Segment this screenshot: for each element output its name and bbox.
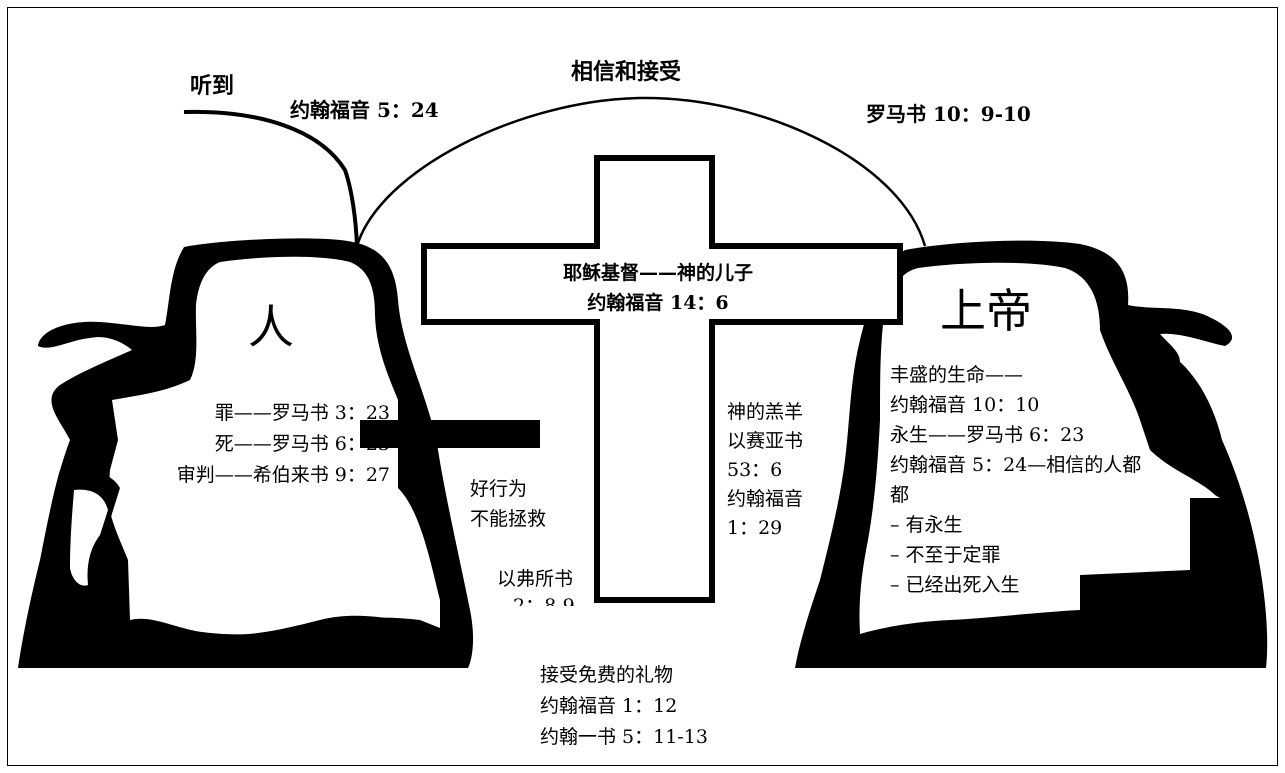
- cross-title: 耶稣基督——神的儿子: [562, 262, 753, 284]
- lamb-line-5: 1：29: [727, 517, 783, 539]
- lamb-line-4: 约翰福音: [727, 488, 804, 510]
- man-line-death: 死——罗马书 6：23: [214, 433, 390, 455]
- god-lines: 丰盛的生命—— 约翰福音 10：10 永生——罗马书 6：23 约翰福音 5：2…: [890, 360, 1141, 600]
- hear-label: 听到: [190, 74, 235, 99]
- god-line-eternal-life: 永生——罗马书 6：23: [890, 424, 1085, 446]
- cross-verse: 约翰福音 14：6: [587, 292, 729, 314]
- god-line-all: 都: [890, 484, 910, 506]
- cross-bar-fill: [427, 249, 897, 319]
- gift-line-2: 约翰福音 1：12: [540, 695, 678, 717]
- lamb-line-3: 53：6: [727, 459, 783, 481]
- god-line-has-eternal-life: – 有永生: [890, 514, 963, 536]
- believe-arc: [355, 96, 927, 247]
- man-lines: 罪——罗马书 3：23 死——罗马书 6：23 审判——希伯来书 9：27: [118, 398, 390, 491]
- god-line-john-5-24: 约翰福音 5：24—相信的人都: [890, 454, 1142, 476]
- man-cliff-shadow: [119, 617, 441, 668]
- man-cliff-ledge: [360, 420, 540, 448]
- man-label: 人: [248, 300, 294, 354]
- man-line-judgment: 审判——希伯来书 9：27: [176, 464, 390, 486]
- lamb-line-2: 以赛亚书: [727, 430, 804, 452]
- god-label: 上帝: [940, 284, 1032, 338]
- lamb-line-1: 神的羔羊: [727, 401, 804, 423]
- god-cliff-highlight: [859, 262, 1220, 634]
- good-works-line-1: 好行为: [470, 478, 528, 500]
- diagram-frame: [7, 7, 1278, 766]
- cross-inner-fill: [600, 161, 709, 597]
- lamb-of-god: 神的羔羊 以赛亚书 53：6 约翰福音 1：29: [727, 398, 803, 543]
- man-cliff-left-rock-highlight: [70, 489, 108, 586]
- man-cliff: [18, 238, 540, 669]
- god-cliff: [795, 240, 1268, 668]
- man-line-sin: 罪——罗马书 3：23: [214, 402, 390, 424]
- believe-receive-label: 相信和接受: [571, 60, 682, 85]
- ephesians-ref-clip: 2：8-9: [497, 595, 597, 607]
- god-cliff-right-rock: [1190, 498, 1225, 570]
- good-works-line-2: 不能拯救: [470, 508, 547, 530]
- god-line-abundant-life: 丰盛的生命——: [890, 364, 1024, 386]
- cross: [421, 155, 903, 603]
- free-gift: 接受免费的礼物 约翰福音 1：12 约翰一书 5：11-13: [540, 660, 708, 753]
- faith-arc: [183, 96, 927, 247]
- god-line-not-condemned: – 不至于定罪: [890, 544, 1001, 566]
- hear-line: [183, 109, 359, 247]
- gift-line-3: 约翰一书 5：11-13: [540, 726, 708, 748]
- god-line-passed-to-life: – 已经出死入生: [890, 574, 1020, 596]
- verse-john-5-24: 约翰福音 5：24: [290, 98, 439, 122]
- good-works: 好行为 不能拯救: [470, 474, 546, 534]
- man-cliff-highlight: [108, 256, 440, 635]
- gift-line-1: 接受免费的礼物: [540, 664, 674, 686]
- verse-romans-10-9-10: 罗马书 10：9-10: [866, 102, 1031, 126]
- ephesians-ref: 2：8-9: [513, 595, 575, 607]
- ephesians-label: 以弗所书: [497, 568, 574, 590]
- god-line-john-10-10: 约翰福音 10：10: [890, 394, 1040, 416]
